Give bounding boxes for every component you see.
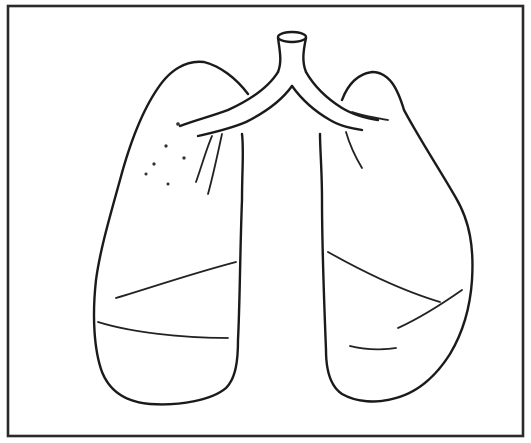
left-lung	[94, 62, 248, 405]
right-lung	[320, 72, 472, 401]
lung-spot	[182, 156, 185, 159]
right-bronchus	[292, 72, 388, 168]
trachea	[278, 32, 306, 72]
lung-spot	[176, 122, 180, 126]
lung-spot	[145, 173, 148, 176]
figure-border	[8, 6, 523, 436]
left-bronchus	[180, 72, 292, 194]
lung-spot	[164, 144, 167, 147]
lung-spot	[152, 162, 155, 165]
lung-spot	[167, 183, 170, 186]
